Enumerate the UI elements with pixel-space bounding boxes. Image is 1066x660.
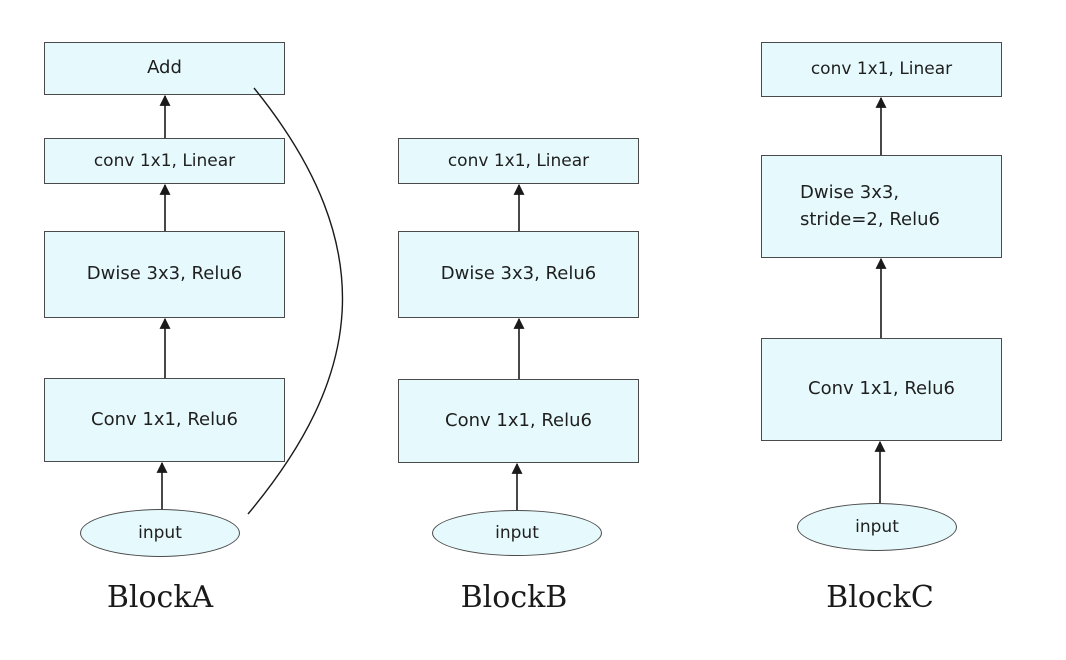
block-c-dwise-node: Dwise 3x3, stride=2, Relu6 xyxy=(761,155,1002,258)
block-c-conv-relu-node: Conv 1x1, Relu6 xyxy=(761,338,1002,441)
block-b-dwise-node: Dwise 3x3, Relu6 xyxy=(398,231,639,318)
block-c-caption: BlockC xyxy=(826,580,934,615)
block-a-skip-connection xyxy=(247,87,344,515)
block-a-conv-linear-node: conv 1x1, Linear xyxy=(44,138,285,184)
block-c-conv-linear-node: conv 1x1, Linear xyxy=(761,42,1002,97)
block-a-caption: BlockA xyxy=(106,580,214,615)
block-b-caption: BlockB xyxy=(460,580,568,615)
block-a-dwise-node: Dwise 3x3, Relu6 xyxy=(44,231,285,318)
block-b-conv-relu-node: Conv 1x1, Relu6 xyxy=(398,379,639,463)
block-a-conv-relu-node: Conv 1x1, Relu6 xyxy=(44,378,285,462)
block-c-input-node: input xyxy=(797,503,957,551)
block-b-conv-linear-node: conv 1x1, Linear xyxy=(398,138,639,184)
block-b-input-node: input xyxy=(432,510,602,556)
block-a-add-node: Add xyxy=(44,42,285,95)
block-a-input-node: input xyxy=(80,509,240,557)
